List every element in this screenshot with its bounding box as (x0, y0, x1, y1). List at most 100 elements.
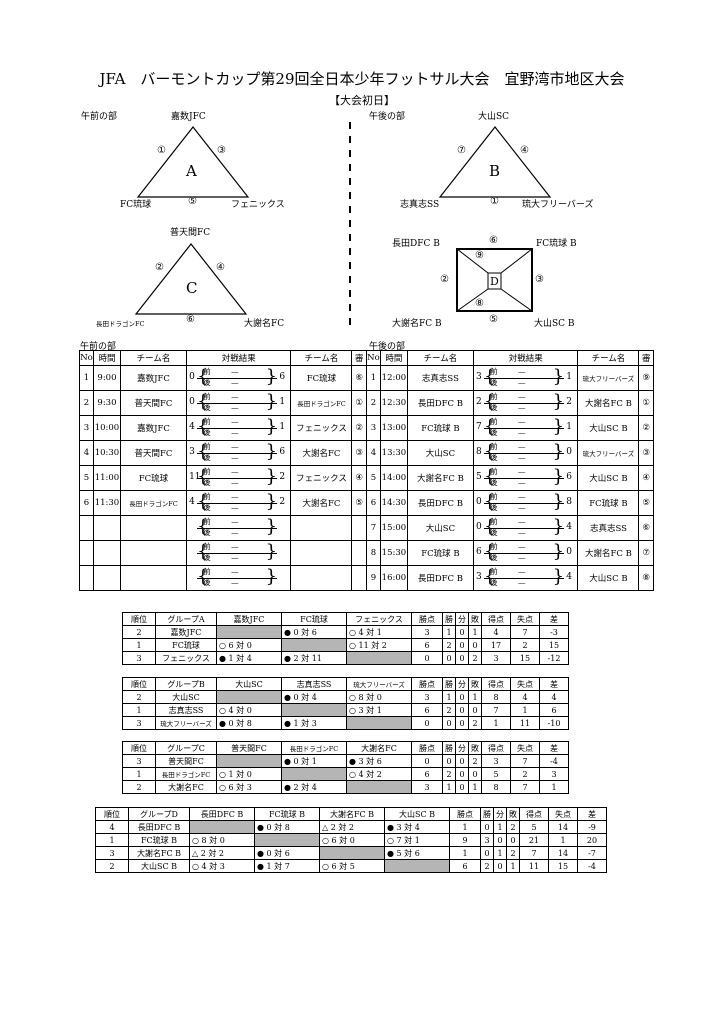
pm-ref: ⑥ (638, 515, 654, 541)
stat-w: 1 (442, 690, 456, 704)
hdr-w: 勝 (442, 677, 456, 691)
pm-no: 7 (365, 515, 381, 541)
group-d-right: ③ (535, 274, 544, 285)
hdr-team2: チーム名 (577, 350, 640, 366)
am-t2: 大謝名FC (290, 440, 353, 466)
score-left: 0 (476, 497, 482, 507)
stat-pts: 6 (411, 703, 443, 717)
stat-ga: 15 (510, 651, 540, 665)
group-b-top-team: 大山SC (478, 112, 510, 122)
am-no: 1 (78, 365, 95, 391)
hdr-opponent: 大山SC B (384, 807, 450, 821)
am-t2: 大謝名FC (290, 490, 353, 516)
stat-l: 1 (468, 690, 482, 704)
dash-second: — (231, 378, 239, 387)
am-time: 11:30 (93, 490, 121, 516)
half-second: 後 (203, 428, 211, 437)
half-first: 前 (490, 517, 498, 526)
am-time (93, 540, 121, 566)
brace-left: { (197, 366, 209, 387)
hdr-d: 分 (455, 677, 469, 691)
self-cell (346, 651, 412, 665)
dash-second: — (518, 503, 526, 512)
group-c-letter: C (186, 279, 198, 297)
pm-t1: 長田DFC B (406, 390, 475, 416)
am-t1 (119, 565, 188, 591)
half-first: 前 (203, 367, 211, 376)
group-d-inner-bottom: ⑧ (475, 298, 484, 309)
stat-ga: 15 (548, 859, 578, 873)
stat-diff: -7 (577, 846, 607, 860)
stat-w: 0 (480, 846, 494, 860)
team-name: 志真志SS (155, 703, 217, 717)
self-cell (281, 638, 347, 652)
stat-l: 2 (468, 716, 482, 730)
match-result-cell: ● 2 対 11 (281, 651, 347, 665)
match-result-cell: ● 0 対 6 (254, 846, 320, 860)
am-time: 10:30 (93, 440, 121, 466)
match-result-cell: ○ 7 対 1 (384, 833, 450, 847)
dash-second: — (231, 478, 239, 487)
hdr-opponent: FC琉球 B (254, 807, 320, 821)
score-right: 0 (566, 447, 573, 457)
brace-right: } (552, 441, 565, 462)
half-first: 前 (203, 467, 211, 476)
dash-second: — (518, 528, 526, 537)
group-b-c3: ① (490, 196, 499, 207)
stat-l: 2 (506, 820, 520, 834)
am-no: 3 (78, 415, 95, 441)
stat-d: 0 (455, 703, 469, 717)
score-right: 2 (279, 497, 286, 507)
stat-d: 0 (455, 690, 469, 704)
group-c-c1: ② (155, 262, 164, 273)
hdr-diff: 差 (577, 807, 607, 821)
dash-second: — (518, 428, 526, 437)
self-cell (216, 690, 282, 704)
group-b-right-team: 琉大フリーバーズ (522, 200, 594, 210)
group-d-bottom: ⑤ (489, 314, 498, 325)
rank: 2 (95, 859, 129, 873)
pm-time: 16:00 (379, 565, 408, 591)
hdr-no: No (78, 350, 95, 366)
half-first: 前 (490, 392, 498, 401)
group-d-tl-team: 長田DFC B (392, 239, 440, 249)
stat-d: 0 (455, 651, 469, 665)
hdr-gf: 得点 (481, 612, 511, 626)
pm-time: 13:30 (379, 440, 408, 466)
pm-t1: 大山SC (406, 440, 475, 466)
group-d-letter: D (490, 275, 499, 288)
brace-left: { (197, 466, 209, 487)
hdr-opponent: 普天間FC (216, 741, 282, 755)
half-second: 後 (203, 553, 211, 562)
score-left: 4 (189, 497, 195, 507)
dash-first: — (231, 492, 239, 501)
group-c-triangle (134, 243, 248, 315)
hdr-w: 勝 (442, 741, 456, 755)
hdr-ga: 失点 (510, 612, 540, 626)
hdr-opponent: フェニックス (346, 612, 412, 626)
am-ref: ④ (351, 465, 367, 491)
stat-gf: 21 (519, 833, 549, 847)
stat-w: 0 (480, 820, 494, 834)
group-c-right-team: 大謝名FC (244, 319, 285, 329)
am-ref: ⑤ (351, 490, 367, 516)
stat-l: 0 (468, 703, 482, 717)
pm-t2: 大謝名FC B (577, 540, 640, 566)
am-t1: FC琉球 (119, 465, 188, 491)
stat-gf: 8 (481, 690, 511, 704)
match-result-cell: ○ 8 対 0 (346, 690, 412, 704)
am-t2 (290, 565, 353, 591)
half-first: 前 (203, 492, 211, 501)
pm-no: 5 (365, 465, 381, 491)
hdr-l: 敗 (468, 677, 482, 691)
hdr-opponent: 大謝名FC (346, 741, 412, 755)
pm-time: 14:00 (379, 465, 408, 491)
dash-first: — (518, 417, 526, 426)
hdr-opponent: FC琉球 (281, 612, 347, 626)
